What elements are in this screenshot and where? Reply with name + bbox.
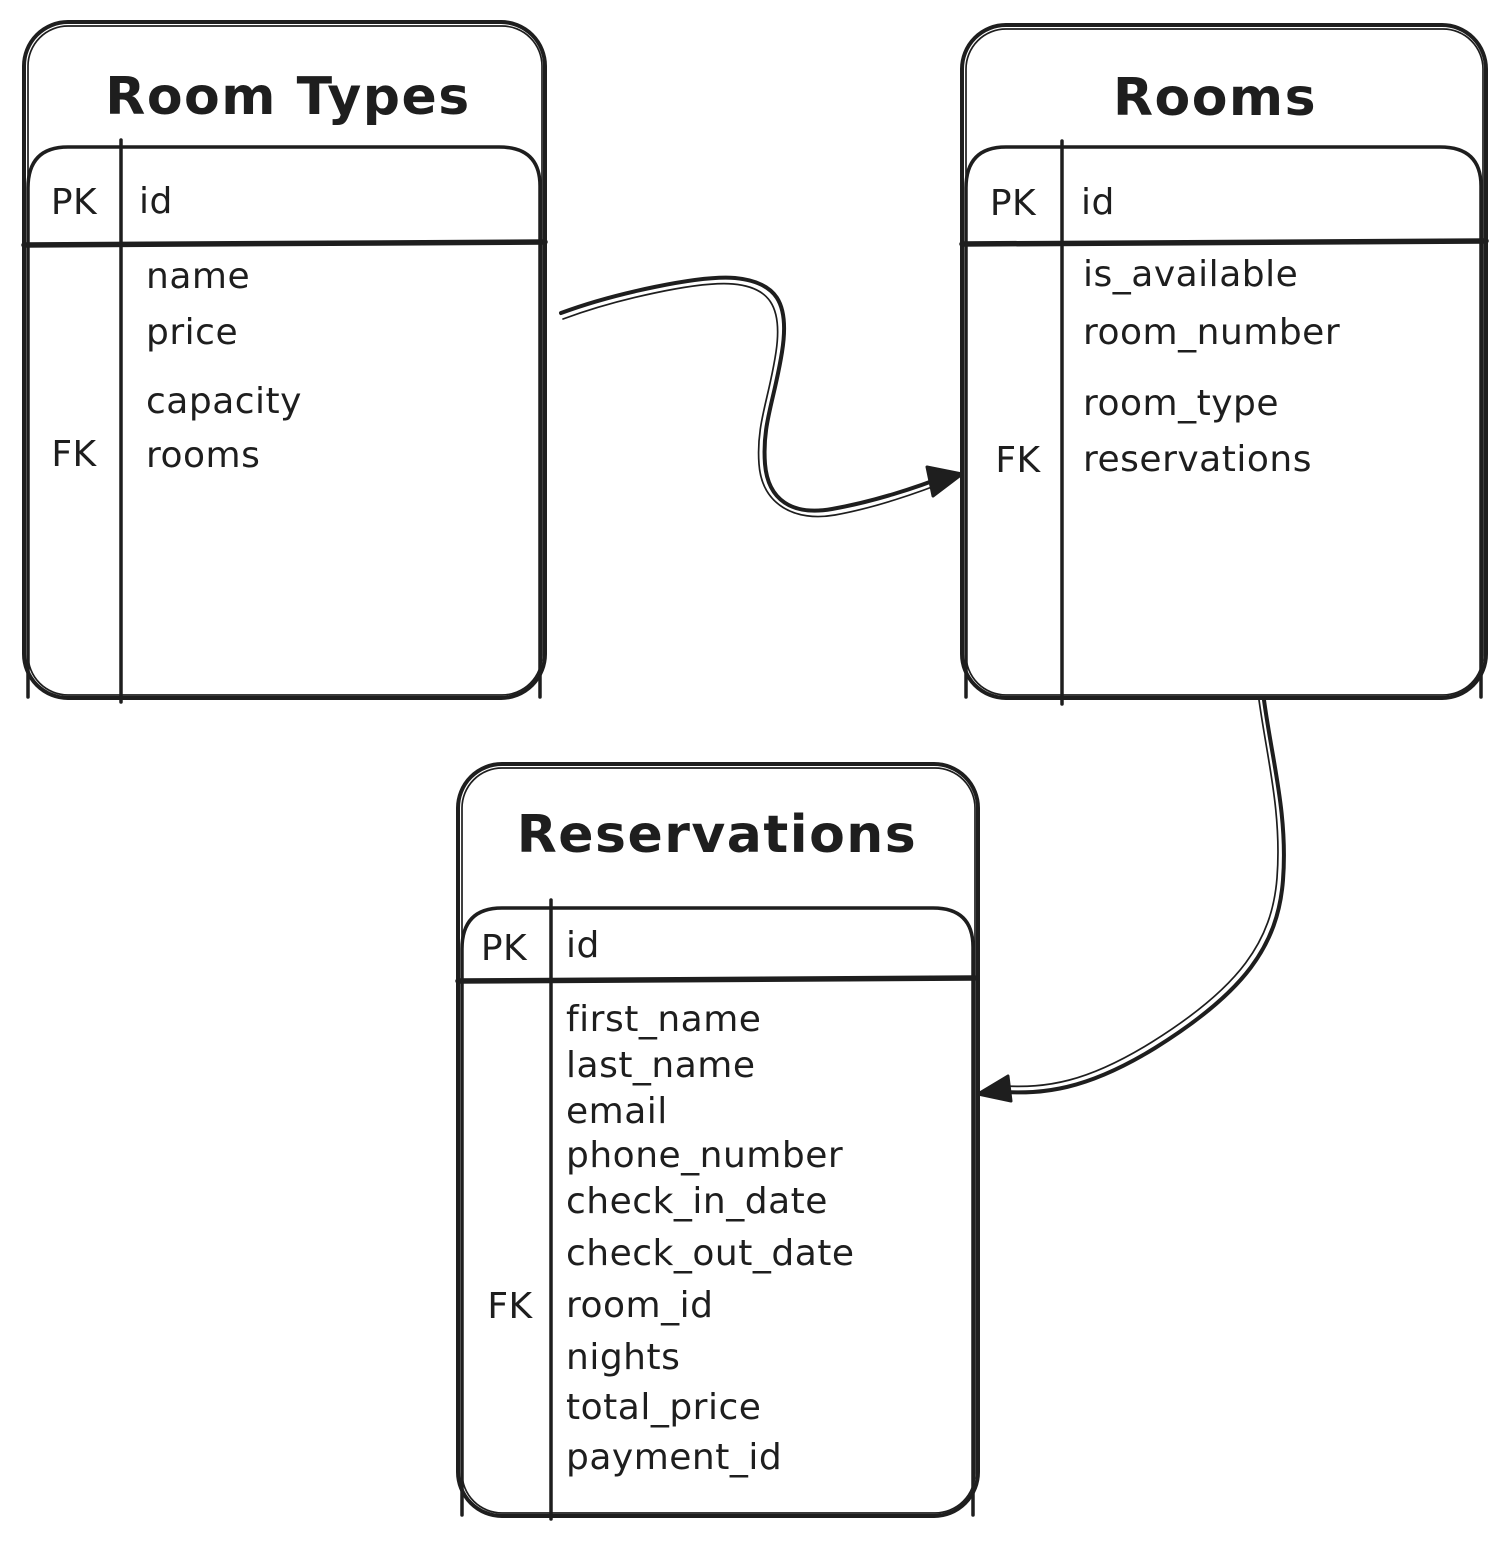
table-outline <box>960 23 1488 700</box>
field-label: price <box>146 312 239 353</box>
field-label: total_price <box>566 1387 762 1428</box>
table-title: Rooms <box>1112 68 1318 128</box>
field-label: email <box>566 1091 668 1132</box>
field-label: first_name <box>566 999 762 1040</box>
table-title: Reservations <box>516 805 918 865</box>
field-label: is_available <box>1083 254 1299 295</box>
field-label: nights <box>566 1337 681 1378</box>
pk-field: id <box>1081 182 1115 223</box>
field-label: room_type <box>1083 383 1280 424</box>
table-header-outline <box>26 145 542 699</box>
fk-label: FK <box>487 1286 533 1327</box>
field-label: name <box>146 256 251 297</box>
fk-label: FK <box>51 434 97 475</box>
arrow-head <box>925 465 964 498</box>
table-shape-reservations[interactable] <box>455 762 980 1521</box>
arrow-head <box>976 1074 1013 1103</box>
pk-row-divider <box>21 239 548 248</box>
arrow-line-sketch <box>562 282 951 518</box>
table-outline-sketch <box>965 28 1484 696</box>
field-label: capacity <box>146 381 302 422</box>
field-label: check_out_date <box>566 1233 855 1274</box>
table-outline <box>456 762 980 1518</box>
relationship-arrow-room-types-to-rooms[interactable] <box>559 275 964 518</box>
pk-row-divider <box>455 975 978 984</box>
table-outline <box>22 20 547 700</box>
field-label: payment_id <box>566 1437 783 1478</box>
fk-label: FK <box>995 440 1041 481</box>
pk-label: PK <box>50 182 98 223</box>
field-label: check_in_date <box>566 1181 828 1222</box>
arrow-line-sketch <box>1003 699 1279 1088</box>
table-header-outline <box>460 906 975 1517</box>
table-title: Room Types <box>105 67 471 127</box>
pk-label: PK <box>989 183 1037 224</box>
pk-field: id <box>139 181 173 222</box>
pk-label: PK <box>480 928 528 969</box>
arrow-line <box>1000 698 1286 1095</box>
field-label: last_name <box>566 1045 756 1086</box>
table-shape-rooms[interactable] <box>959 23 1489 706</box>
table-shape-room-types[interactable] <box>21 20 548 704</box>
field-label: phone_number <box>566 1135 844 1176</box>
field-label: room_number <box>1083 312 1341 353</box>
pk-row-divider <box>959 238 1489 247</box>
relationship-arrow-rooms-to-reservations[interactable] <box>976 698 1286 1103</box>
arrow-line <box>559 275 950 513</box>
field-label: reservations <box>1083 439 1312 480</box>
field-label: room_id <box>566 1285 714 1326</box>
pk-field: id <box>566 925 600 966</box>
field-label: rooms <box>146 435 261 476</box>
table-header-outline <box>964 145 1483 699</box>
